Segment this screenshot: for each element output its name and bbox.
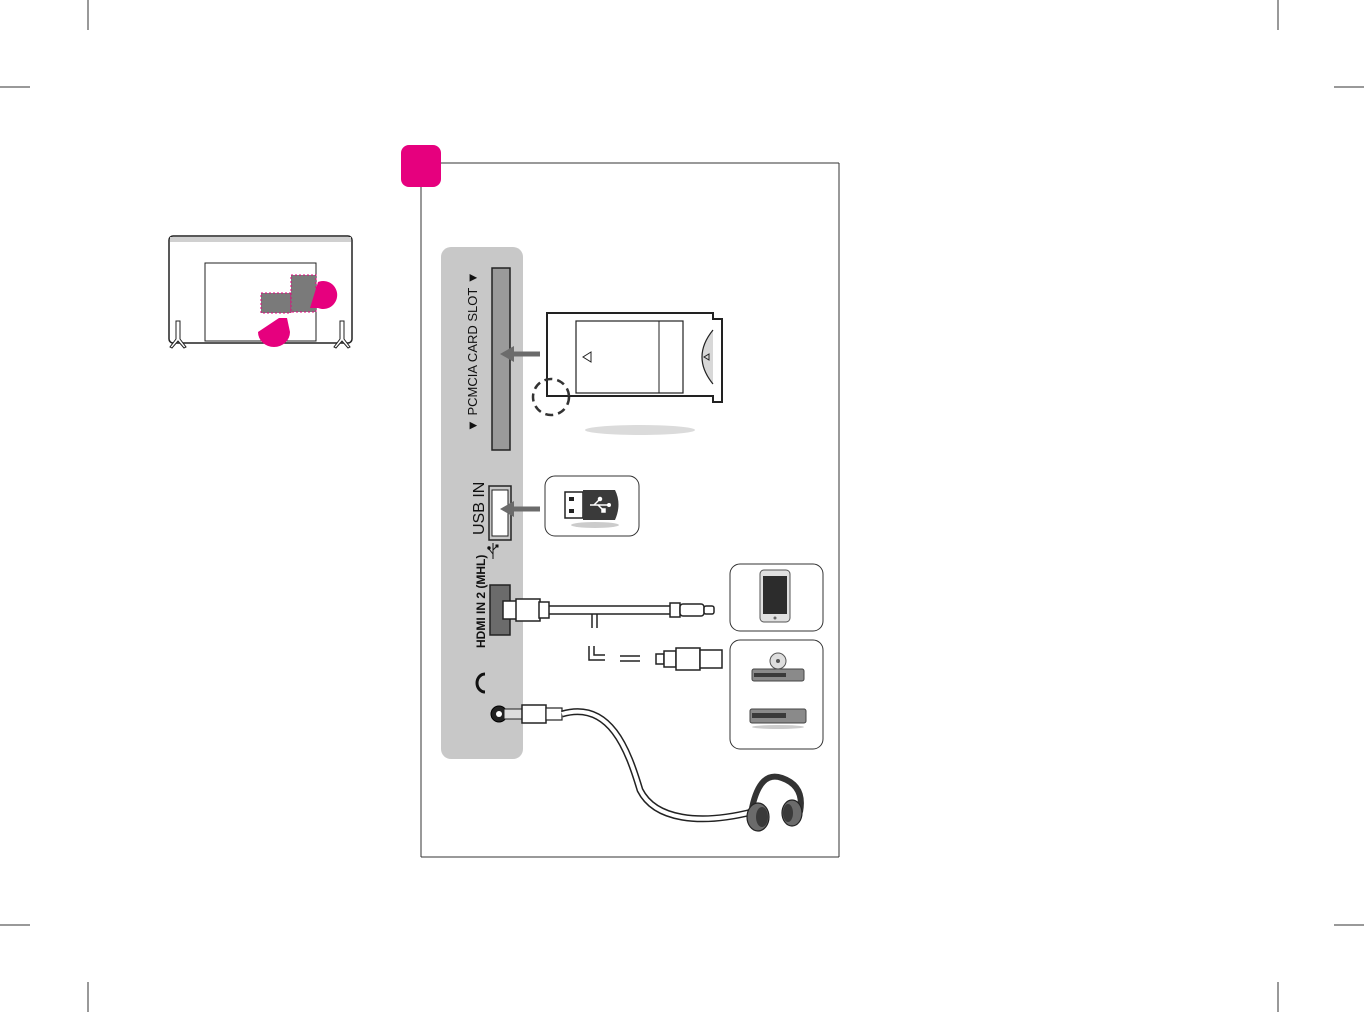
section-badge [401,145,441,187]
pcmcia-slot[interactable] [492,268,510,450]
set-top-box [750,709,806,729]
tv-port-zone-bottom [261,293,291,313]
hdmi-mhl-cable [503,599,722,670]
av-devices [730,640,823,749]
ci-module-card [547,313,722,435]
headphones [747,777,802,831]
pcmcia-label: ▼ PCMCIA CARD SLOT ▼ [465,271,480,432]
tv-rear-overview [169,236,352,348]
mobile-device [730,564,823,631]
usb-drive [545,476,639,536]
headphone-cable [504,705,752,819]
usb-label: USB IN [471,482,488,535]
hdmi-label: HDMI IN 2 (MHL) [474,555,488,648]
